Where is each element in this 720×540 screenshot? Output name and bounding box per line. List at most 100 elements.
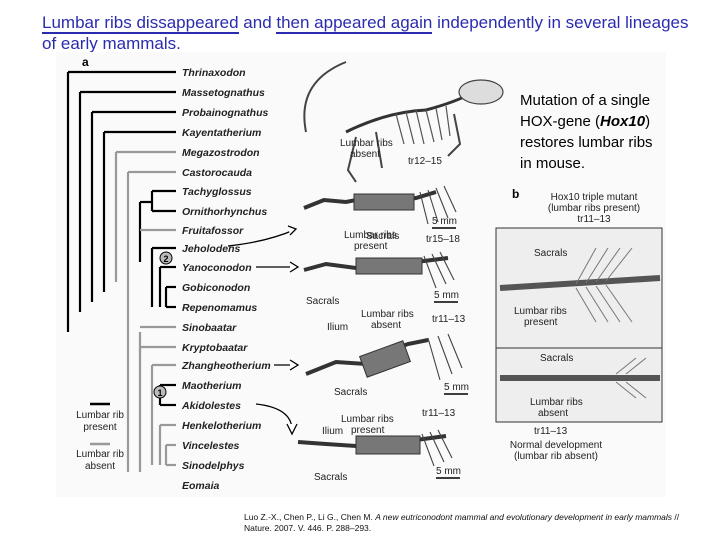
citation-authors: Luo Z.-X., Chen P., Li G., Chen M. bbox=[244, 512, 376, 522]
note-line-1: Mutation of a single bbox=[520, 92, 651, 109]
skeleton-zhangheotherium: Ilium Lumbar ribs absent tr11–13 Sacrals… bbox=[305, 309, 469, 398]
hox-note: Mutation of a single HOX-gene (Hox10) re… bbox=[520, 90, 690, 174]
taxon-name: Henkelotherium bbox=[182, 420, 261, 432]
taxon-name: Vincelestes bbox=[182, 440, 240, 452]
ribs-label-2: present bbox=[354, 241, 388, 252]
taxon-name: Kayentatherium bbox=[182, 127, 261, 139]
vertebral-column-1 bbox=[303, 185, 457, 225]
node-marker-1: 1 bbox=[153, 385, 167, 399]
panel-b-label: b bbox=[512, 187, 519, 201]
panel-b-bot-title-1: Normal development bbox=[510, 440, 602, 451]
citation: Luo Z.-X., Chen P., Li G., Chen M. A new… bbox=[244, 512, 704, 534]
skull bbox=[458, 79, 504, 105]
tr-label: tr12–15 bbox=[408, 156, 442, 167]
taxon-name: Sinodelphys bbox=[182, 460, 245, 472]
ilium-label: Ilium bbox=[327, 322, 348, 333]
taxon-name: Castorocauda bbox=[182, 167, 252, 179]
taxon-name: Massetognathus bbox=[182, 87, 265, 99]
scale-bar-label: 5 mm bbox=[432, 216, 457, 227]
panel-b-top-title-1: Hox10 triple mutant bbox=[551, 192, 638, 203]
ribs-label-2: absent bbox=[350, 149, 380, 160]
note-line-4: in mouse. bbox=[520, 155, 586, 172]
title-underlined-1: Lumbar ribs dissappeared bbox=[42, 13, 239, 34]
citation-source: // Nature. 2007. V. 446. P. 288–293. bbox=[244, 512, 680, 533]
taxon-name: Sinobaatar bbox=[182, 322, 237, 334]
figure: a bbox=[56, 52, 666, 497]
taxon-name: Megazostrodon bbox=[182, 147, 260, 159]
taxon-name: Gobiconodon bbox=[182, 282, 250, 294]
panel-b: b Hox10 triple mutant (lumbar ribs prese… bbox=[495, 187, 663, 462]
panel-b-bot-tr: tr11–13 bbox=[534, 426, 568, 437]
panel-b-top-tr: tr11–13 bbox=[577, 214, 611, 225]
taxon-name: Maotherium bbox=[182, 380, 242, 392]
lumbar-block bbox=[358, 340, 412, 378]
note-line-2: HOX-gene (Hox10) bbox=[520, 111, 690, 132]
panel-b-top-sacrals: Sacrals bbox=[534, 248, 567, 259]
ribs-label-1: Lumbar ribs bbox=[344, 230, 397, 241]
ribs-label-1: Lumbar ribs bbox=[341, 414, 394, 425]
node-marker-2: 2 bbox=[159, 251, 173, 265]
ribs-label-2: present bbox=[351, 425, 385, 436]
panel-b-bot-ribs-1: Lumbar ribs bbox=[530, 397, 583, 408]
arrow-jeholodens bbox=[227, 229, 295, 247]
note-line-2-c: ) bbox=[645, 113, 651, 130]
lumbar-block bbox=[355, 257, 423, 275]
cladogram bbox=[66, 70, 176, 472]
tr-label: tr11–13 bbox=[422, 408, 456, 419]
sacrals-label: Sacrals bbox=[366, 231, 399, 242]
taxa-list: Thrinaxodon Massetognathus Probainognath… bbox=[181, 67, 271, 492]
note-line-3: restores lumbar ribs bbox=[520, 134, 653, 151]
panel-b-bot-ribs-2: absent bbox=[538, 408, 568, 419]
hindlimbs bbox=[346, 131, 383, 183]
scale-bar-label: 5 mm bbox=[434, 290, 459, 301]
taxon-name: Tachyglossus bbox=[182, 186, 252, 198]
arrowhead bbox=[287, 225, 298, 236]
taxon-name: Ornithorhynchus bbox=[182, 206, 267, 218]
specimen-arrows bbox=[227, 225, 300, 436]
ribs-label-1: Lumbar ribs bbox=[340, 138, 393, 149]
spine bbox=[345, 90, 475, 134]
node-2-label: 2 bbox=[163, 254, 168, 264]
note-line-2-a: HOX-gene ( bbox=[520, 113, 601, 130]
skeleton-akidolestes: Lumbar ribs present tr11–13 Ilium Sacral… bbox=[297, 408, 461, 483]
mutant-spine bbox=[499, 275, 661, 291]
taxon-name: Yanoconodon bbox=[182, 262, 252, 274]
legend-present-line1: Lumbar rib bbox=[76, 410, 124, 421]
title-text-4: independently in several lineages of ear… bbox=[42, 13, 689, 53]
taxon-name: Probainognathus bbox=[182, 107, 268, 119]
citation-title: A new eutriconodont mammal and evolution… bbox=[375, 512, 673, 522]
tr-label: tr15–18 bbox=[426, 234, 460, 245]
note-gene-name: Hox10 bbox=[600, 113, 646, 130]
legend-present-line2: present bbox=[83, 422, 117, 433]
mouse-normal-image bbox=[495, 347, 663, 423]
taxon-name: Kryptobaatar bbox=[182, 342, 248, 354]
panel-b-bot-title-2: (lumbar rib absent) bbox=[514, 451, 598, 462]
panel-b-bot-sacrals: Sacrals bbox=[540, 353, 573, 364]
tail bbox=[303, 61, 347, 133]
sacrals-label: Sacrals bbox=[334, 387, 367, 398]
forelimb bbox=[447, 113, 462, 157]
ilium-label: Ilium bbox=[322, 426, 343, 437]
sacrals-label: Sacrals bbox=[314, 472, 347, 483]
lumbar-block bbox=[355, 435, 421, 455]
title-underlined-2: then appeared again bbox=[276, 13, 433, 34]
panel-b-top-title-2: (lumbar ribs present) bbox=[548, 203, 640, 214]
panel-b-top-ribs-1: Lumbar ribs bbox=[514, 306, 567, 317]
skeleton-yanoconodon: Sacrals Lumbar ribs present tr15–18 Sacr… bbox=[303, 230, 460, 307]
skeleton-jeholodens: tr12–15 Lumbar ribs absent 5 mm bbox=[303, 61, 504, 229]
ribs-label-1: Lumbar ribs bbox=[361, 309, 414, 320]
taxon-name: Jeholodens bbox=[182, 243, 241, 255]
tr-label: tr11–13 bbox=[432, 314, 466, 325]
scale-bar-label: 5 mm bbox=[436, 466, 461, 477]
legend-absent-line2: absent bbox=[85, 461, 115, 472]
taxon-name: Thrinaxodon bbox=[182, 67, 246, 79]
ribs-label-2: absent bbox=[371, 320, 401, 331]
taxon-name: Akidolestes bbox=[181, 400, 241, 412]
arrowhead bbox=[289, 261, 300, 273]
legend: Lumbar rib present Lumbar rib absent bbox=[76, 402, 124, 472]
slide-title: Lumbar ribs dissappeared and then appear… bbox=[42, 12, 692, 54]
panel-b-top-ribs-2: present bbox=[524, 317, 558, 328]
taxon-name: Repenomamus bbox=[182, 302, 257, 314]
legend-absent-line1: Lumbar rib bbox=[76, 449, 124, 460]
arrowhead bbox=[289, 359, 300, 371]
